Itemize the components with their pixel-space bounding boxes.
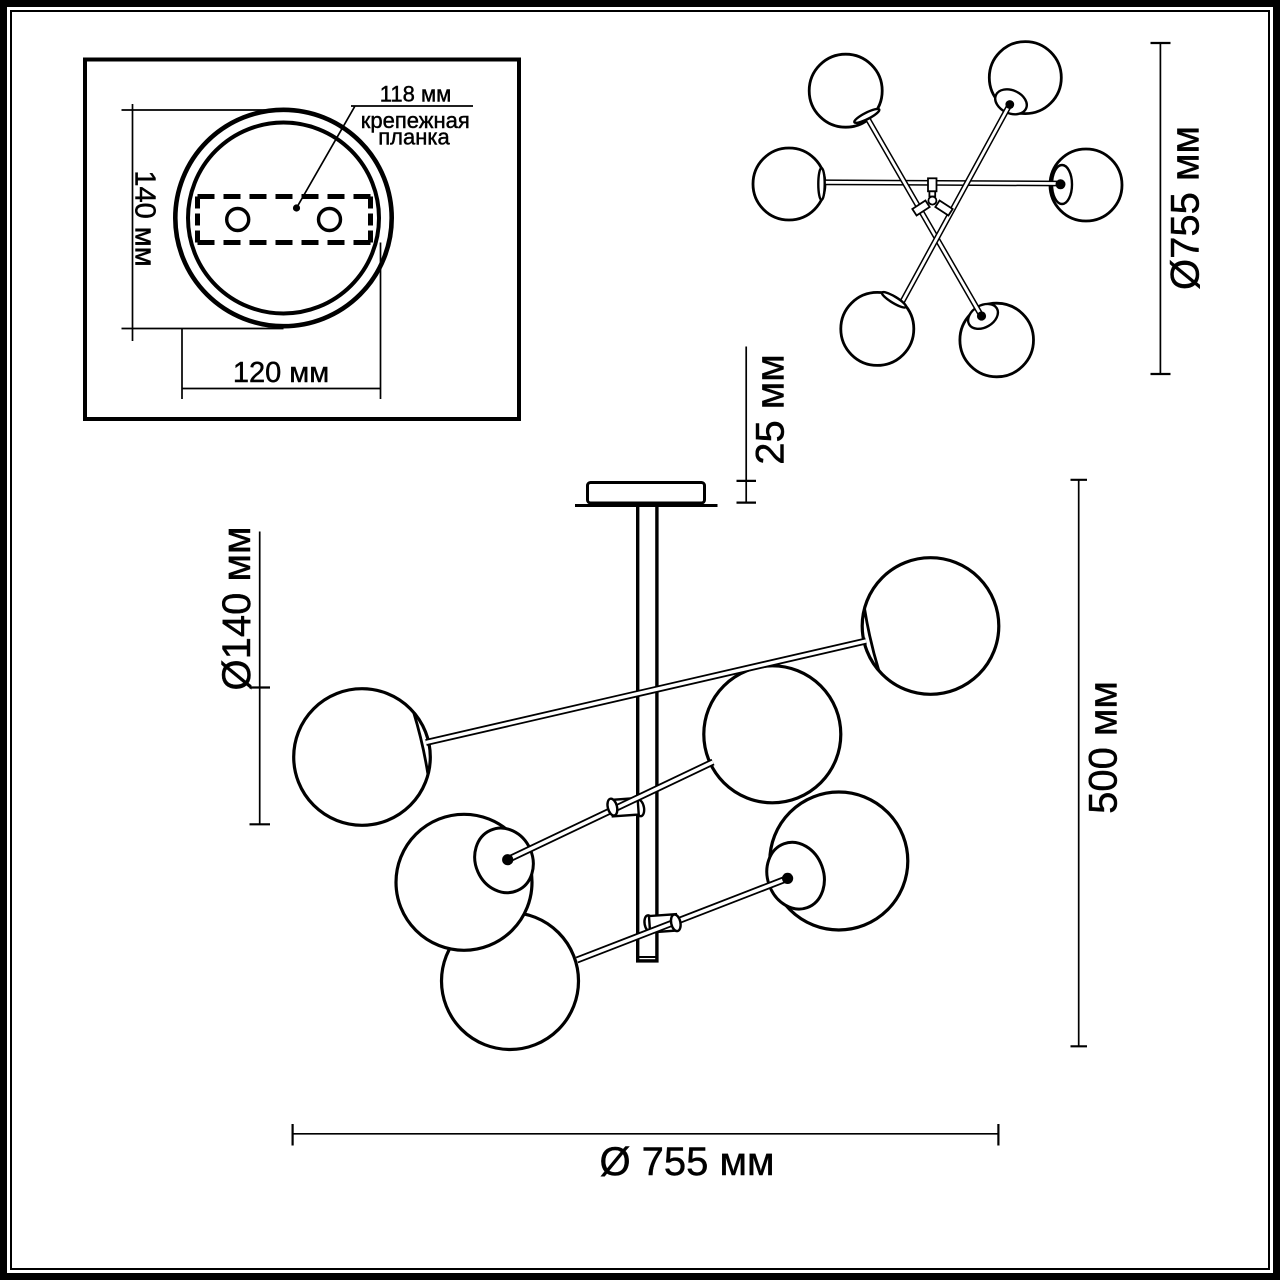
- svg-text:Ø755 мм: Ø755 мм: [1164, 126, 1208, 290]
- svg-text:118 мм: 118 мм: [380, 82, 451, 107]
- svg-text:Ø 755 мм: Ø 755 мм: [599, 1140, 774, 1184]
- svg-text:500 мм: 500 мм: [1082, 681, 1126, 814]
- svg-text:25 мм: 25 мм: [749, 354, 793, 465]
- svg-text:крепежная: крепежная: [361, 108, 470, 133]
- svg-text:планка: планка: [378, 125, 450, 150]
- svg-text:140 мм: 140 мм: [129, 170, 161, 266]
- svg-text:Ø140 мм: Ø140 мм: [215, 527, 259, 691]
- svg-text:120 мм: 120 мм: [233, 357, 329, 389]
